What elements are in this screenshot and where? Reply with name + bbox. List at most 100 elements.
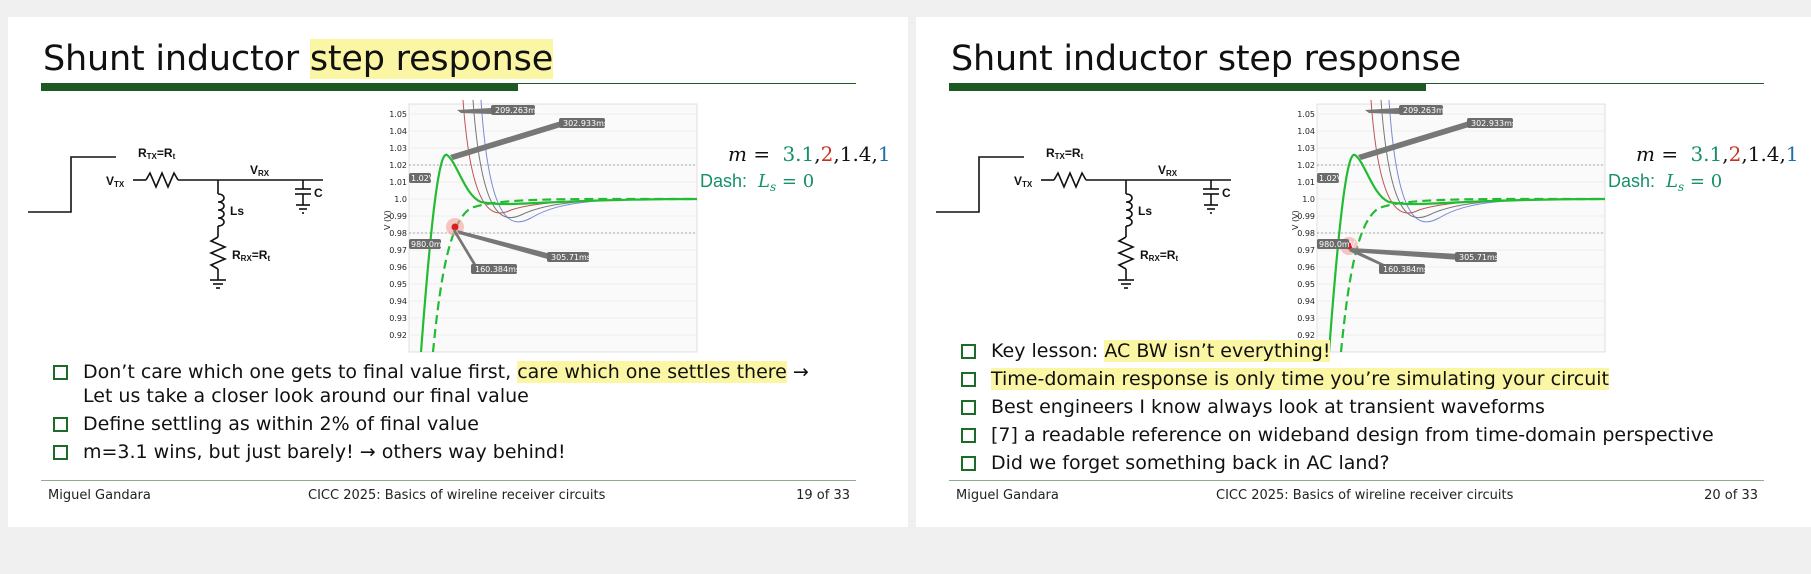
- svg-text:160.384ms: 160.384ms: [1383, 265, 1428, 274]
- svg-text:1.02V: 1.02V: [1319, 174, 1343, 183]
- title-rule-thick: [41, 83, 518, 91]
- y-tick: 1.0: [1302, 195, 1315, 204]
- bullet-box-icon: [53, 445, 68, 460]
- slide-20: Shunt inductor step response VTX: [916, 17, 1811, 527]
- y-tick: 0.92: [1297, 331, 1315, 340]
- simulation-plot: V (V) 1.05 1.04 1.03 1.02 1.01 1.0 0.99 …: [383, 100, 698, 353]
- step-input-waveform: [28, 156, 116, 213]
- y-tick: 0.94: [1297, 297, 1315, 306]
- list-item: Define settling as within 2% of final va…: [43, 412, 809, 436]
- y-tick: 0.99: [389, 212, 407, 221]
- rtx-label: RTX=Rt: [1046, 146, 1084, 161]
- vrx-label: VRX: [1158, 163, 1178, 178]
- y-tick: 1.03: [1297, 144, 1315, 153]
- list-item: Best engineers I know always look at tra…: [951, 395, 1714, 419]
- y-tick: 0.98: [389, 229, 407, 238]
- y-tick: 0.96: [1297, 263, 1315, 272]
- y-tick: 0.97: [389, 246, 407, 255]
- vrx-label: VRX: [250, 163, 270, 178]
- c-label: C: [314, 186, 323, 200]
- y-tick: 0.93: [1297, 314, 1315, 323]
- resistor-tx: [145, 170, 179, 190]
- legend-m: m = 3.1,2,1.4,1: [1636, 145, 1799, 166]
- list-item: Did we forget something back in AC land?: [951, 451, 1714, 475]
- footer-event: CICC 2025: Basics of wireline receiver c…: [1216, 488, 1514, 503]
- y-tick: 1.04: [389, 127, 407, 136]
- svg-text:980.0mV: 980.0mV: [1319, 240, 1356, 249]
- footer-page: 19 of 33: [796, 488, 850, 503]
- y-axis-label: V (V): [383, 210, 392, 230]
- y-tick: 0.95: [1297, 280, 1315, 289]
- list-item: Time-domain response is only time you’re…: [951, 367, 1714, 391]
- footer-author: Miguel Gandara: [48, 488, 151, 503]
- step-input-waveform: [936, 156, 1024, 213]
- slide-title: Shunt inductor step response: [43, 39, 553, 79]
- footer-author: Miguel Gandara: [956, 488, 1059, 503]
- footer-event: CICC 2025: Basics of wireline receiver c…: [308, 488, 606, 503]
- bullet-box-icon: [961, 456, 976, 471]
- list-item: m=3.1 wins, but just barely! → others wa…: [43, 440, 809, 464]
- bullet-list: Don’t care which one gets to final value…: [43, 360, 809, 468]
- bullet-box-icon: [53, 365, 68, 380]
- rrx-label: RRX=Rt: [1140, 248, 1178, 263]
- bullet-box-icon: [961, 400, 976, 415]
- simulation-plot: V (V) 1.05 1.04 1.03 1.02 1.01 1.0 0.99 …: [1291, 100, 1606, 353]
- bullet-list: Key lesson: AC BW isn’t everything! Time…: [951, 339, 1714, 479]
- y-tick: 0.94: [389, 297, 407, 306]
- svg-text:305.71ms: 305.71ms: [1459, 253, 1499, 262]
- ls-label: Ls: [1138, 204, 1152, 218]
- y-tick: 0.98: [1297, 229, 1315, 238]
- curve-legend: m = 3.1,2,1.4,1 Dash: Ls = 0: [700, 145, 891, 194]
- y-tick: 0.97: [1297, 246, 1315, 255]
- curve-legend: m = 3.1,2,1.4,1 Dash: Ls = 0: [1608, 145, 1799, 194]
- svg-text:302.933ms: 302.933ms: [1471, 119, 1516, 128]
- svg-text:302.933ms: 302.933ms: [563, 119, 608, 128]
- list-item: Don’t care which one gets to final value…: [43, 360, 809, 408]
- y-tick: 1.05: [1297, 110, 1315, 119]
- svg-text:980.0mV: 980.0mV: [411, 240, 448, 249]
- y-tick: 1.02: [1297, 161, 1315, 170]
- footer-rule: [949, 480, 1764, 481]
- y-tick: 0.95: [389, 280, 407, 289]
- list-item: [7] a readable reference on wideband des…: [951, 423, 1714, 447]
- y-tick: 0.99: [1297, 212, 1315, 221]
- bullet-box-icon: [53, 417, 68, 432]
- rtx-label: RTX=Rt: [138, 146, 176, 161]
- list-item: Key lesson: AC BW isn’t everything!: [951, 339, 1714, 363]
- svg-text:1.02V: 1.02V: [411, 174, 435, 183]
- vtx-label: VTX: [106, 174, 125, 189]
- bullet-box-icon: [961, 344, 976, 359]
- y-tick: 0.93: [389, 314, 407, 323]
- title-highlight: step response: [309, 39, 554, 79]
- resistor-rx: [1116, 236, 1136, 270]
- resistor-tx: [1053, 170, 1087, 190]
- footer-page: 20 of 33: [1704, 488, 1758, 503]
- legend-dash: Dash: Ls = 0: [1608, 171, 1722, 194]
- svg-text:160.384ms: 160.384ms: [475, 265, 520, 274]
- rrx-label: RRX=Rt: [232, 248, 270, 263]
- y-tick: 0.96: [389, 263, 407, 272]
- inductor-ls: [1125, 193, 1133, 227]
- c-label: C: [1222, 186, 1231, 200]
- title-text: Shunt inductor: [43, 39, 310, 79]
- inductor-ls: [217, 193, 225, 227]
- y-tick: 1.01: [389, 178, 407, 187]
- slide-title: Shunt inductor step response: [951, 39, 1462, 79]
- y-axis-label: V (V): [1291, 210, 1300, 230]
- y-tick: 1.03: [389, 144, 407, 153]
- bullet-box-icon: [961, 428, 976, 443]
- slide-19: Shunt inductor step response VTX: [8, 17, 908, 527]
- svg-text:305.71ms: 305.71ms: [551, 253, 591, 262]
- y-tick: 1.0: [394, 195, 407, 204]
- svg-text:209.263ms: 209.263ms: [495, 106, 540, 115]
- footer-rule: [41, 480, 856, 481]
- circuit-diagram: VTX RTX=Rt VRX C Ls RRX=Rt: [28, 146, 323, 289]
- legend-m: m = 3.1,2,1.4,1: [728, 145, 891, 166]
- legend-dash: Dash: Ls = 0: [700, 171, 814, 194]
- resistor-rx: [208, 236, 228, 270]
- vtx-label: VTX: [1014, 174, 1033, 189]
- bullet-box-icon: [961, 372, 976, 387]
- y-tick: 1.02: [389, 161, 407, 170]
- circuit-diagram: VTX RTX=Rt VRX C Ls RRX=Rt: [936, 146, 1231, 289]
- y-tick: 1.04: [1297, 127, 1315, 136]
